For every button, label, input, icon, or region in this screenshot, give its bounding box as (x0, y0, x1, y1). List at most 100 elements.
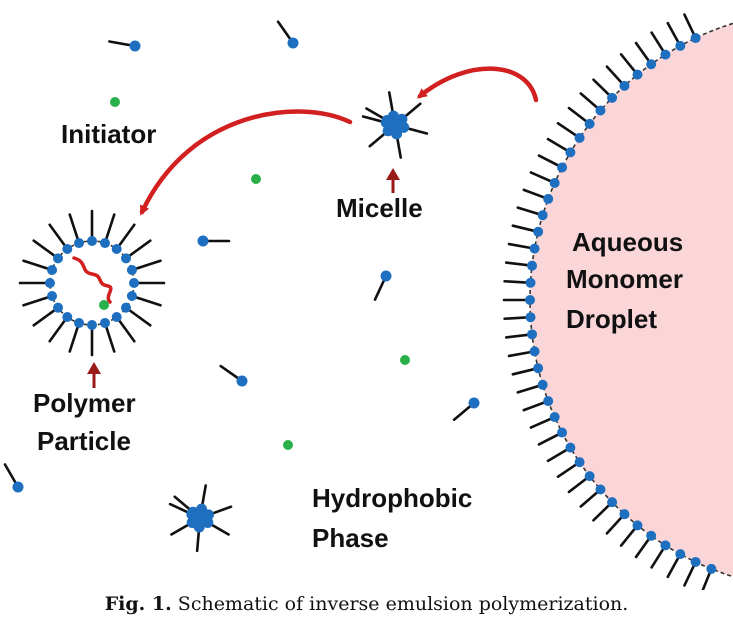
surfactant-head (53, 302, 64, 313)
surfactant-head (99, 317, 110, 328)
surfactant-head (126, 290, 137, 301)
surfactant-head (62, 311, 73, 322)
initiator-label: Initiator (61, 119, 156, 149)
surfactant-head (53, 253, 64, 264)
surfactant-molecule (108, 40, 141, 52)
surfactant-molecule (18, 278, 55, 288)
surfactant-head (380, 270, 392, 282)
surfactant-molecule (120, 239, 152, 264)
surfactant-molecule (3, 463, 24, 493)
surfactant-molecule (516, 379, 548, 394)
surfactant-molecule (556, 121, 585, 143)
polymer-particle-label-line1: Polymer (33, 388, 136, 418)
micelle-head (186, 508, 198, 520)
surfactant-molecule (22, 259, 58, 276)
surfactant-molecule (683, 13, 701, 44)
arrow-droplet-to-micelle (416, 66, 539, 103)
surfactant-molecule (32, 302, 64, 327)
caption-label: Fig. 1. (104, 593, 172, 615)
surfactant-molecule (48, 311, 73, 343)
surfactant-molecule (197, 235, 231, 247)
surfactant-molecule (529, 412, 560, 429)
surfactant-molecule (68, 213, 85, 249)
surfactant-molecule (650, 31, 671, 60)
surfactant-molecule (99, 213, 116, 249)
surfactant-head (706, 563, 717, 574)
surfactant-molecule (650, 540, 671, 569)
surfactant-head (525, 295, 535, 305)
surfactant-head (543, 193, 554, 204)
surfactant-head (533, 363, 544, 374)
surfactant-head (584, 118, 595, 129)
surfactant-molecule (452, 397, 480, 422)
surfactant-molecule (87, 320, 97, 357)
surfactant-head (619, 509, 630, 520)
surfactant-molecule (666, 549, 686, 579)
surfactant-head (607, 92, 618, 103)
figure-caption: Fig. 1. Schematic of inverse emulsion po… (0, 593, 733, 615)
initiator-dot (283, 440, 293, 450)
surfactant-head (197, 235, 209, 247)
surfactant-molecule (507, 346, 540, 358)
initiator-dot (251, 174, 261, 184)
micelle-indicator-arrow (386, 168, 400, 193)
surfactant-tail (115, 315, 136, 343)
surfactant-molecule (634, 41, 657, 70)
surfactant-head (549, 412, 560, 423)
micelle-top (361, 91, 429, 159)
polymer-particle-label-line2: Particle (37, 426, 131, 456)
surfactant-head (690, 33, 701, 44)
surfactant-molecule (537, 154, 568, 173)
surfactant-tail (48, 223, 69, 251)
surfactant-head (74, 317, 85, 328)
surfactant-molecule (567, 106, 595, 129)
surfactant-head (468, 397, 480, 409)
surfactant-molecule (373, 270, 392, 301)
surfactant-head (646, 59, 657, 70)
surfactant-head (87, 236, 97, 246)
surfactant-molecule (129, 278, 166, 288)
surfactant-head (619, 80, 630, 91)
polymer-particle (18, 209, 166, 357)
micelle-core (195, 513, 205, 523)
polymer-indicator-arrow (87, 362, 101, 388)
surfactant-head (45, 278, 55, 288)
surfactant-tail (124, 306, 152, 327)
micelle-head (380, 117, 392, 129)
surfactant-head (574, 132, 585, 143)
surfactant-molecule (126, 290, 162, 307)
surfactant-tail (22, 294, 54, 307)
surfactant-molecule (22, 290, 58, 307)
surfactant-molecule (592, 78, 618, 103)
initiator-dot (110, 97, 120, 107)
surfactant-molecule (556, 457, 585, 479)
particle-boundary (49, 240, 135, 326)
surfactant-head (129, 40, 141, 52)
surfactant-head (675, 549, 686, 560)
surfactant-tail (124, 239, 152, 260)
surfactant-molecule (516, 206, 548, 221)
surfactant-head (607, 497, 618, 508)
surfactant-tail (48, 315, 69, 343)
surfactant-head (99, 238, 110, 249)
aqueous-monomer-droplet (502, 13, 733, 590)
micelle-head (186, 517, 198, 528)
surfactant-head (549, 177, 560, 188)
surfactant-head (557, 427, 568, 438)
surfactant-tail (32, 239, 60, 260)
surfactant-molecule (579, 484, 606, 508)
micelle-head (202, 517, 214, 528)
surfactant-molecule (666, 21, 686, 51)
surfactant-molecule (522, 396, 554, 412)
surfactant-head (595, 105, 606, 116)
surfactant-molecule (701, 563, 717, 590)
surfactant-molecule (99, 317, 116, 353)
surfactant-head (529, 346, 540, 357)
surfactant-molecule (111, 223, 136, 255)
surfactant-head (87, 320, 97, 330)
surfactant-head (120, 253, 131, 264)
initiator-dots (110, 97, 410, 450)
surfactant-molecule (579, 92, 606, 116)
surfactant-head (126, 265, 137, 276)
surfactant-head (632, 520, 643, 531)
